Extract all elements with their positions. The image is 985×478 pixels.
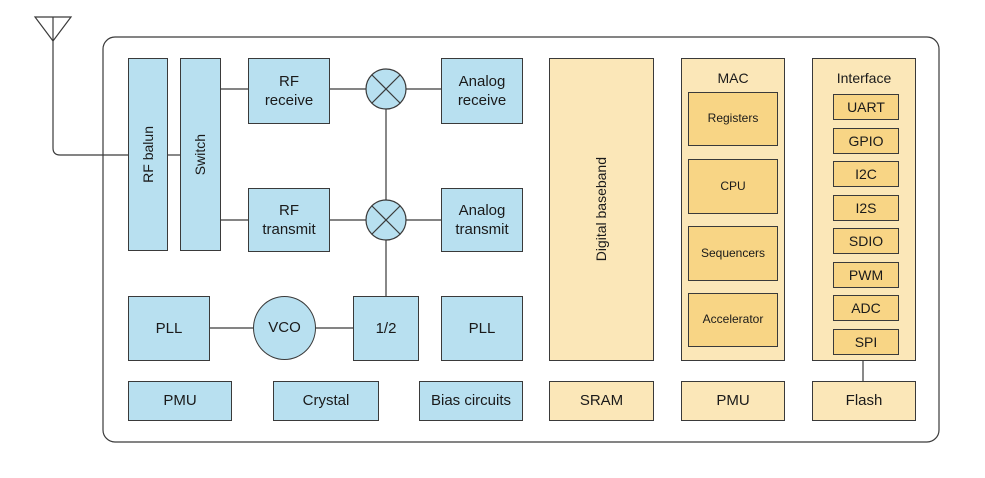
mac-registers: Registers bbox=[688, 92, 778, 146]
antenna-icon bbox=[33, 16, 73, 42]
divider-block: 1/2 bbox=[353, 296, 419, 361]
bias-circuits-block: Bias circuits bbox=[419, 381, 523, 421]
rf-receive-block: RF receive bbox=[248, 58, 330, 124]
switch-block: Switch bbox=[180, 58, 221, 251]
rf-balun-block: RF balun bbox=[128, 58, 168, 251]
vco-block: VCO bbox=[253, 296, 316, 360]
crystal-block: Crystal bbox=[273, 381, 379, 421]
iface-uart: UART bbox=[833, 94, 899, 120]
pmu-left-block: PMU bbox=[128, 381, 232, 421]
rf-balun-label: RF balun bbox=[139, 126, 156, 183]
analog-transmit-block: Analog transmit bbox=[441, 188, 523, 252]
iface-i2s: I2S bbox=[833, 195, 899, 221]
mixer-transmit-icon bbox=[365, 199, 407, 241]
digital-baseband-block: Digital baseband bbox=[549, 58, 654, 361]
pmu-right-block: PMU bbox=[681, 381, 785, 421]
analog-receive-block: Analog receive bbox=[441, 58, 523, 124]
mac-cpu: CPU bbox=[688, 159, 778, 214]
iface-spi: SPI bbox=[833, 329, 899, 355]
interface-block: Interface UART GPIO I2C I2S SDIO PWM ADC… bbox=[812, 58, 916, 361]
pll-right-block: PLL bbox=[441, 296, 523, 361]
sram-block: SRAM bbox=[549, 381, 654, 421]
iface-pwm: PWM bbox=[833, 262, 899, 288]
mac-title: MAC bbox=[717, 70, 749, 86]
iface-adc: ADC bbox=[833, 295, 899, 321]
mixer-receive-icon bbox=[365, 68, 407, 110]
switch-label: Switch bbox=[192, 133, 209, 176]
pll-left-block: PLL bbox=[128, 296, 210, 361]
digital-baseband-label: Digital baseband bbox=[593, 157, 610, 262]
chip-outline bbox=[102, 36, 940, 443]
iface-i2c: I2C bbox=[833, 161, 899, 187]
mac-sequencers: Sequencers bbox=[688, 226, 778, 281]
antenna-line bbox=[52, 41, 128, 156]
mac-accelerator: Accelerator bbox=[688, 293, 778, 347]
iface-sdio: SDIO bbox=[833, 228, 899, 254]
iface-gpio: GPIO bbox=[833, 128, 899, 154]
rf-transmit-block: RF transmit bbox=[248, 188, 330, 252]
interface-title: Interface bbox=[836, 70, 892, 86]
mac-block: MAC Registers CPU Sequencers Accelerator bbox=[681, 58, 785, 361]
flash-block: Flash bbox=[812, 381, 916, 421]
